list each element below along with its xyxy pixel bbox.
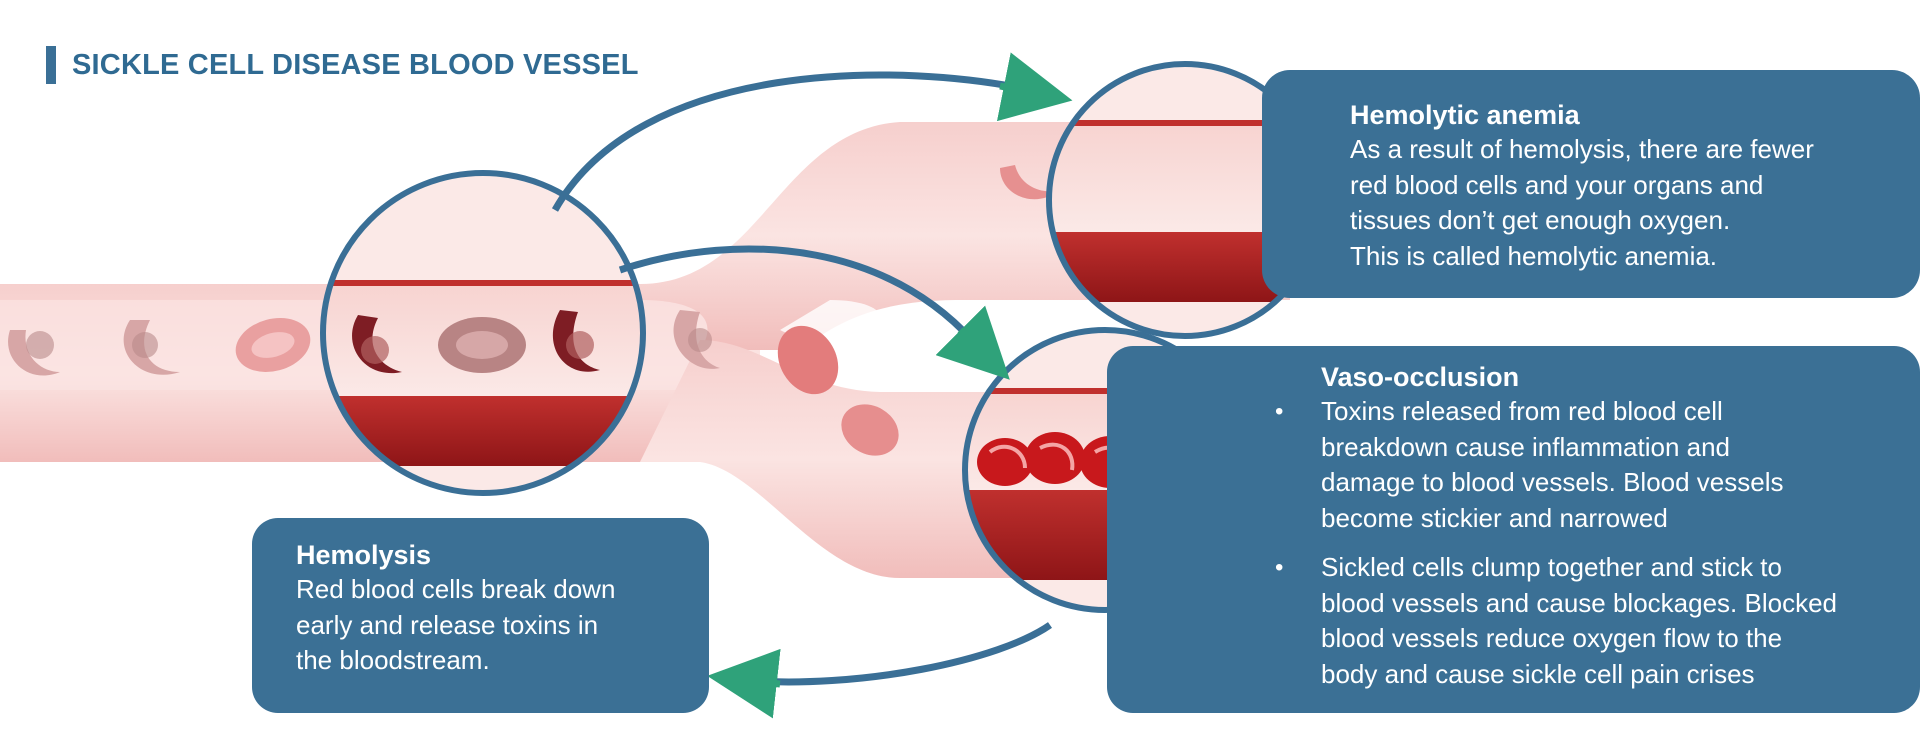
vaso-b2-line-4: body and cause sickle cell pain crises (1321, 658, 1755, 689)
vaso-b1-line-3: damage to blood vessels. Blood vessels (1321, 467, 1784, 497)
free-sickle-cells (8, 165, 1060, 456)
hemolytic-line-1: As a result of hemolysis, there are fewe… (1350, 134, 1814, 164)
hemolysis-circle-border (320, 170, 646, 496)
arrow-to-hemolysis (739, 622, 1053, 686)
hemolysis-line-1: Red blood cells break down (296, 574, 616, 604)
hemolytic-anemia-panel: Hemolytic anemia As a result of hemolysi… (1262, 70, 1920, 298)
vaso-bullet-2: • Sickled cells clump together and stick… (1275, 550, 1911, 692)
vaso-b1-line-2: breakdown cause inflammation and (1321, 431, 1731, 462)
hemolytic-line-4: This is called hemolytic anemia. (1350, 240, 1718, 271)
bullet-dot: • (1275, 398, 1284, 425)
vaso-b2-line-1: Sickled cells clump together and stick t… (1321, 552, 1782, 582)
vaso-occlusion-heading: Vaso-occlusion (1321, 362, 1520, 392)
hemolysis-line-3: the bloodstream. (296, 645, 490, 675)
vaso-bullet-1: • Toxins released from red blood cell br… (1275, 394, 1911, 536)
vaso-b1-line-1: Toxins released from red blood cell (1321, 396, 1723, 426)
hemolytic-line-3: tissues don’t get enough oxygen. (1350, 205, 1731, 235)
vaso-b2-line-2: blood vessels and cause blockages. Block… (1321, 587, 1837, 618)
diagram-title: SICKLE CELL DISEASE BLOOD VESSEL (46, 46, 639, 84)
title-accent-bar (46, 46, 56, 84)
hemolytic-anemia-heading: Hemolytic anemia (1350, 100, 1580, 130)
vaso-b2-line-3: blood vessels reduce oxygen flow to the (1321, 623, 1783, 653)
hemolysis-panel: Hemolysis Red blood cells break down ear… (252, 518, 709, 713)
arrow-head-hemolytic (996, 52, 1073, 122)
hemolysis-heading: Hemolysis (296, 540, 432, 570)
arrow-head-hemolysis (707, 648, 781, 719)
hemolysis-magnifier (323, 173, 643, 493)
vaso-occlusion-panel: Vaso-occlusion • Toxins released from re… (1107, 346, 1920, 713)
title-text: SICKLE CELL DISEASE BLOOD VESSEL (72, 48, 639, 81)
arrow-head-vaso (935, 305, 1010, 380)
bullet-dot: • (1275, 554, 1284, 581)
vaso-bullet-list: • Toxins released from red blood cell br… (1275, 394, 1911, 692)
vaso-b1-line-4: become stickier and narrowed (1321, 502, 1668, 533)
arrow-to-hemolytic (551, 71, 1041, 212)
hemolytic-line-2: red blood cells and your organs and (1350, 169, 1764, 200)
hemolysis-line-2: early and release toxins in (296, 609, 599, 640)
